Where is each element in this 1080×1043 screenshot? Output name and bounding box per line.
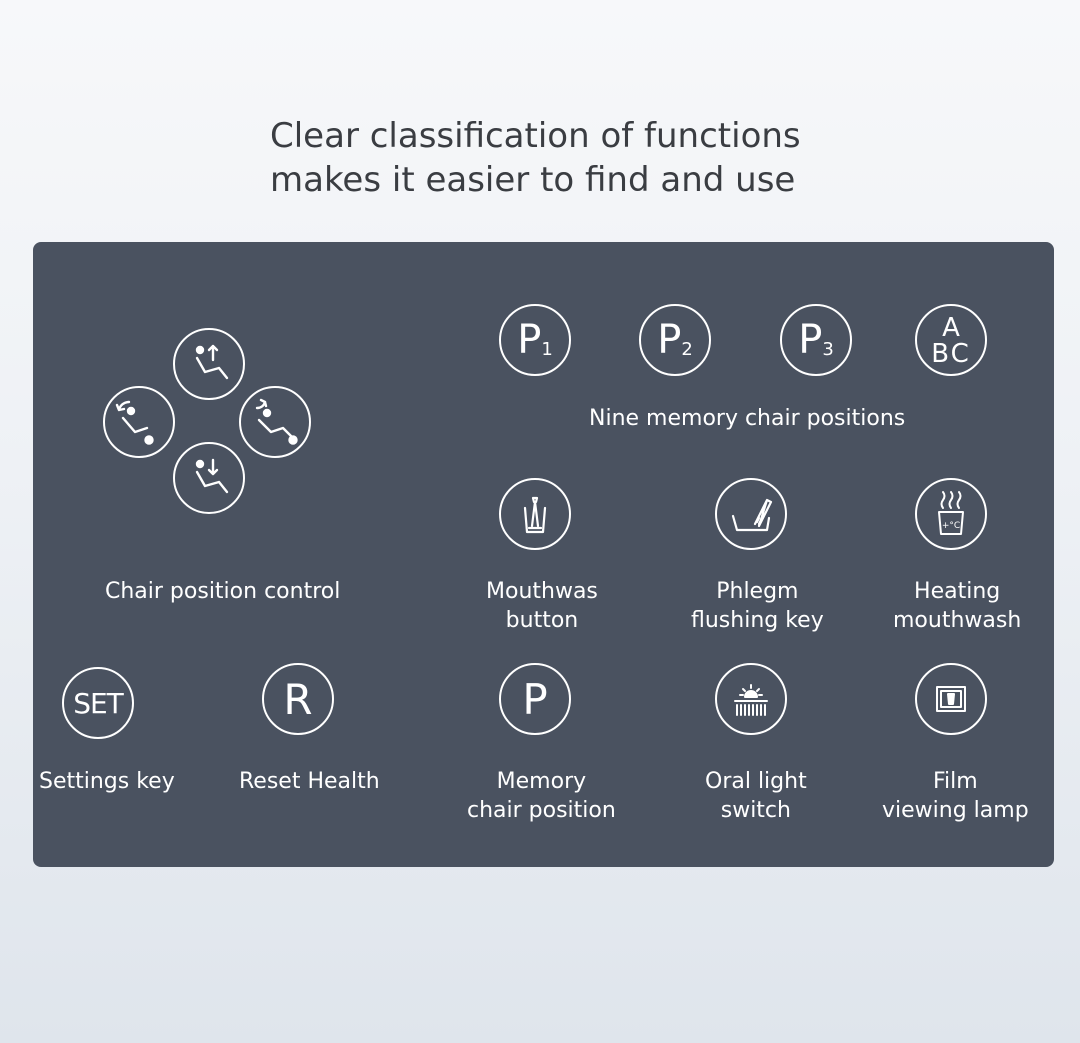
settings-key-label: Settings key xyxy=(39,769,175,794)
headline: Clear classification of functions makes … xyxy=(270,114,870,202)
memory-p1-button[interactable]: P1 xyxy=(499,304,571,376)
phlegm-label-line1: Phlegm xyxy=(716,579,799,604)
film-label: Film viewing lamp xyxy=(882,767,1029,825)
p1-letter: P xyxy=(517,317,542,363)
memory-label-line1: Memory xyxy=(496,769,587,794)
chair-recline-back-icon[interactable] xyxy=(103,386,175,458)
film-viewer-icon[interactable] xyxy=(915,663,987,735)
chair-recline-forward-icon[interactable] xyxy=(239,386,311,458)
phlegm-label: Phlegm flushing key xyxy=(691,577,824,635)
reset-label: Reset Health xyxy=(239,769,380,794)
heating-label: Heating mouthwash xyxy=(893,577,1021,635)
memory-p2-button[interactable]: P2 xyxy=(639,304,711,376)
oral-light-label: Oral light switch xyxy=(705,767,807,825)
p2-letter: P xyxy=(657,317,682,363)
settings-key-button[interactable]: SET xyxy=(62,667,134,739)
memory-label-line2: chair position xyxy=(467,798,616,823)
heating-label-line2: mouthwash xyxy=(893,608,1022,633)
p2-sub: 2 xyxy=(681,339,693,360)
headline-line-1: Clear classification of functions xyxy=(270,116,801,156)
film-label-line1: Film xyxy=(932,769,978,794)
chair-up-icon[interactable] xyxy=(173,328,245,400)
chair-down-icon[interactable] xyxy=(173,442,245,514)
nine-memory-positions-label: Nine memory chair positions xyxy=(589,406,906,431)
heated-cup-icon[interactable]: +°C xyxy=(915,478,987,550)
headline-line-2: makes it easier to find and use xyxy=(270,160,796,200)
memory-p3-button[interactable]: P3 xyxy=(780,304,852,376)
p1-sub: 1 xyxy=(541,339,553,360)
control-panel: Chair position control P1 P2 P3 A BC Nin… xyxy=(33,242,1054,867)
film-label-line2: viewing lamp xyxy=(882,798,1029,823)
chair-position-control-label: Chair position control xyxy=(105,579,341,604)
oral-light-label-line2: switch xyxy=(720,798,791,823)
heating-unit-text: +°C xyxy=(941,521,959,531)
abc-top: A xyxy=(942,313,960,343)
oral-light-label-line1: Oral light xyxy=(705,769,807,794)
memory-abc-button[interactable]: A BC xyxy=(915,304,987,376)
p3-sub: 3 xyxy=(822,339,834,360)
settings-glyph: SET xyxy=(73,686,124,720)
p3-letter: P xyxy=(798,317,823,363)
oral-light-icon[interactable] xyxy=(715,663,787,735)
heating-label-line1: Heating xyxy=(914,579,1001,604)
mouthwash-label: Mouthwas button xyxy=(486,577,598,635)
phlegm-label-line2: flushing key xyxy=(691,608,824,633)
mouthwash-label-line2: button xyxy=(505,608,579,633)
mouthwash-label-line1: Mouthwas xyxy=(486,579,598,604)
memory-p-glyph: P xyxy=(522,674,548,724)
memory-p-icon[interactable]: P xyxy=(499,663,571,735)
reset-glyph: R xyxy=(283,674,313,724)
reset-button[interactable]: R xyxy=(262,663,334,735)
abc-bottom: BC xyxy=(931,339,971,369)
memory-position-label: Memory chair position xyxy=(467,767,616,825)
phlegm-flush-icon[interactable] xyxy=(715,478,787,550)
mouthwash-cup-icon[interactable] xyxy=(499,478,571,550)
